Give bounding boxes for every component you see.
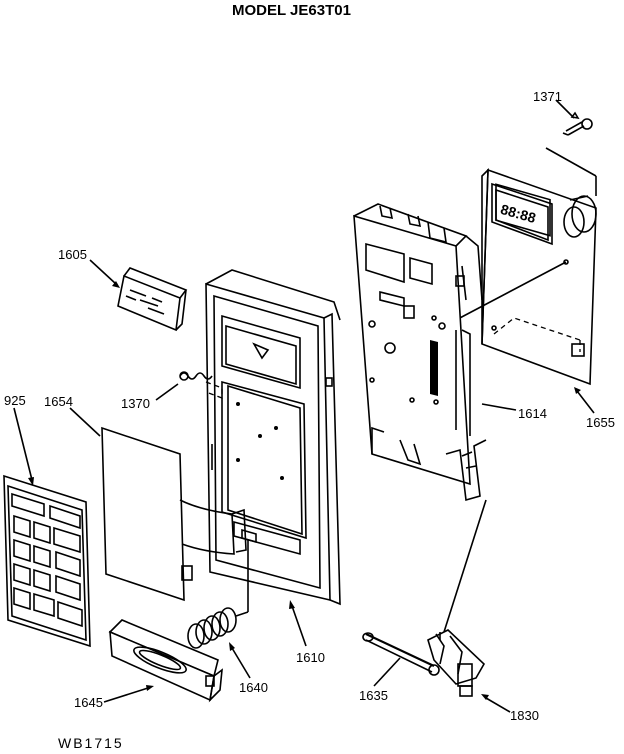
part-1614-chassis-bracket xyxy=(353,203,487,502)
label-1610: 1610 xyxy=(296,650,325,665)
leader-1370 xyxy=(155,383,179,401)
part-1371-screw xyxy=(562,118,593,136)
label-1370: 1370 xyxy=(121,396,150,411)
reference-code: WB1715 xyxy=(58,735,124,751)
arrow-1605 xyxy=(112,281,120,288)
leader-1605 xyxy=(89,259,117,285)
arrow-1640 xyxy=(229,642,235,651)
label-1830: 1830 xyxy=(510,708,539,723)
part-1610-control-panel-frame xyxy=(205,269,341,606)
screw-path-1371 xyxy=(545,147,597,177)
label-1605: 1605 xyxy=(58,247,87,262)
label-1371: 1371 xyxy=(533,89,562,104)
label-1654: 1654 xyxy=(44,394,73,409)
part-1635-pin xyxy=(362,632,440,676)
leader-1635 xyxy=(373,657,401,687)
label-1645: 1645 xyxy=(74,695,103,710)
part-1645-latch-button xyxy=(108,619,223,703)
model-title: MODEL JE63T01 xyxy=(232,2,351,19)
arrow-1645 xyxy=(146,685,154,691)
leader-1614 xyxy=(481,403,517,411)
leader-925 xyxy=(13,407,33,481)
arrow-1830 xyxy=(481,694,489,700)
part-1370-spring xyxy=(179,371,223,399)
part-1830-latch-lever xyxy=(427,499,487,697)
arrow-1371 xyxy=(570,111,580,120)
label-1655: 1655 xyxy=(586,415,615,430)
leader-1371 xyxy=(555,99,575,119)
part-925-keypad-overlay xyxy=(3,474,91,648)
label-925: 925 xyxy=(4,393,26,408)
label-1614: 1614 xyxy=(518,406,547,421)
leader-1640 xyxy=(231,647,251,679)
label-1635: 1635 xyxy=(359,688,388,703)
part-1654-touch-membrane xyxy=(101,426,247,602)
arrow-925 xyxy=(28,477,34,486)
leader-1655 xyxy=(576,390,595,414)
part-1640-spring xyxy=(187,540,249,649)
arrow-1655 xyxy=(574,387,581,394)
arrow-1610 xyxy=(289,600,295,609)
leader-1645 xyxy=(103,687,149,703)
leader-1830 xyxy=(485,697,511,713)
leader-1654 xyxy=(69,407,101,437)
leader-1610 xyxy=(291,605,307,647)
part-1605-window-lens xyxy=(117,267,188,332)
label-1640: 1640 xyxy=(239,680,268,695)
